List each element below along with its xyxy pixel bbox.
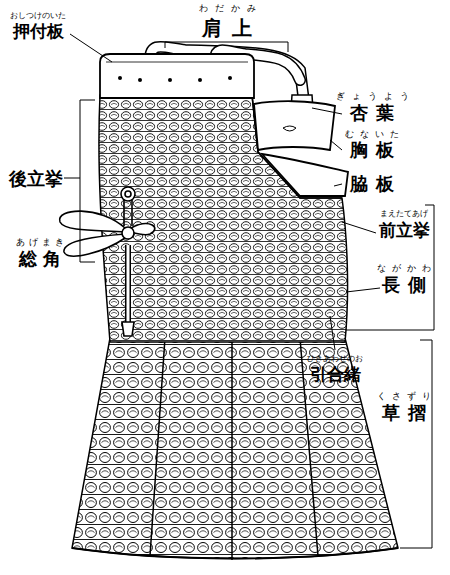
part-label: 脇板 bbox=[342, 175, 402, 193]
part-label: 杏葉 bbox=[342, 104, 402, 122]
part-label: 押付板 bbox=[13, 23, 64, 40]
furigana-reading: おしつけのいた bbox=[10, 12, 66, 20]
furigana-reading: むないた bbox=[339, 130, 405, 139]
part-label: 草摺 bbox=[374, 404, 434, 422]
part-label: 引合緒 bbox=[310, 366, 361, 383]
furigana-reading: ながかわ bbox=[371, 264, 437, 273]
furigana-reading: わだかみ bbox=[192, 4, 263, 13]
furigana-reading: ぎょうよう bbox=[329, 92, 416, 101]
part-label: 後立挙 bbox=[9, 170, 63, 188]
munaita-plate bbox=[254, 101, 335, 150]
part-label: 総角 bbox=[13, 250, 67, 268]
furigana-reading: ひきあわせのお bbox=[307, 355, 363, 363]
agemaki-bow bbox=[60, 187, 155, 336]
wakiita-plate bbox=[262, 154, 348, 196]
kusazuri-skirt bbox=[72, 338, 398, 560]
leader-lines bbox=[64, 34, 434, 548]
torso-lacing bbox=[99, 95, 348, 342]
part-label: 肩上 bbox=[192, 18, 262, 38]
furigana-reading: あげまき bbox=[12, 238, 68, 247]
furigana-reading: まえたてあげ bbox=[380, 210, 428, 218]
oshitsuke-plate bbox=[100, 54, 254, 98]
furigana-reading: くさずり bbox=[371, 392, 437, 401]
part-label: 長側 bbox=[374, 276, 434, 294]
part-label: 胸板 bbox=[342, 141, 402, 159]
part-label: 前立挙 bbox=[379, 222, 430, 239]
